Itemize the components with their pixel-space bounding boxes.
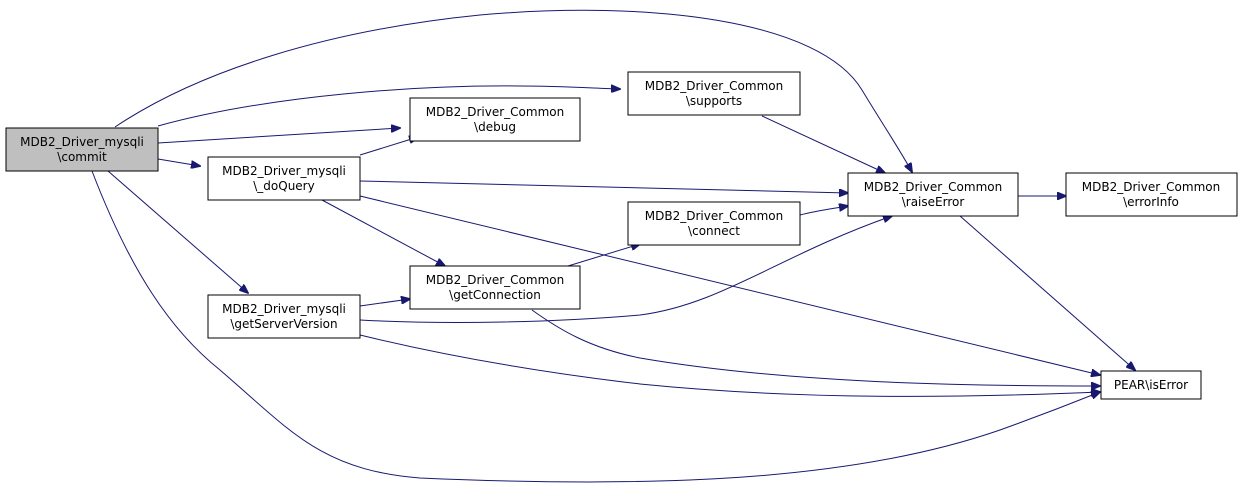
node-commit-label-line1: MDB2_Driver_mysqli [20, 135, 144, 149]
node-getserverversion-label-line2: \getServerVersion [230, 317, 337, 331]
edge-commit-to-doquery [157, 158, 200, 166]
edge-doquery-to-iserror [359, 195, 1100, 375]
edge-connect-to-raiseerror [799, 206, 848, 216]
node-iserror-box [1100, 370, 1202, 400]
edge-getserverversion-to-getconnection [359, 299, 410, 307]
edge-commit-to-debug [157, 128, 400, 144]
edge-getserverversion-to-raiseerror [359, 216, 892, 323]
edge-doquery-to-debug [359, 137, 418, 156]
node-getconnection-label-line2: \getConnection [449, 288, 541, 302]
edge-raiseerror-to-iserror [959, 215, 1135, 370]
node-commit[interactable]: MDB2_Driver_mysqli \commit [5, 127, 159, 172]
edge-commit-to-getserverversion [107, 170, 248, 293]
node-commit-label-line2: \commit [57, 150, 107, 164]
node-getserverversion[interactable]: MDB2_Driver_mysqli \getServerVersion [207, 294, 361, 339]
node-doquery[interactable]: MDB2_Driver_mysqli \_doQuery [207, 156, 361, 201]
node-connect-label-line2: \connect [688, 224, 740, 238]
node-doquery-label-line2: \_doQuery [253, 179, 314, 193]
node-connect[interactable]: MDB2_Driver_Common \connect [627, 201, 801, 246]
node-errorinfo-box [1065, 172, 1238, 217]
edge-getconnection-to-connect [567, 244, 640, 267]
node-errorinfo-label-line2: \errorInfo [1123, 195, 1179, 209]
node-debug-label-line1: MDB2_Driver_Common [426, 105, 564, 119]
edge-commit-to-raiseerror [114, 9, 912, 172]
node-iserror-label: PEAR\isError [1114, 378, 1188, 392]
edge-doquery-to-raiseerror [359, 180, 848, 193]
node-doquery-label-line1: MDB2_Driver_mysqli [222, 164, 346, 178]
edge-getserverversion-to-iserror [359, 334, 1100, 397]
node-connect-box [627, 201, 801, 246]
node-getconnection[interactable]: MDB2_Driver_Common \getConnection [409, 265, 581, 310]
node-supports[interactable]: MDB2_Driver_Common \supports [627, 71, 801, 116]
node-supports-label-line1: MDB2_Driver_Common [645, 79, 783, 93]
edges [91, 9, 1135, 483]
node-getconnection-box [409, 265, 581, 310]
node-supports-label-line2: \supports [686, 94, 742, 108]
node-getconnection-label-line1: MDB2_Driver_Common [426, 273, 564, 287]
node-getserverversion-label-line1: MDB2_Driver_mysqli [222, 302, 346, 316]
node-iserror[interactable]: PEAR\isError [1100, 370, 1202, 400]
edge-commit-to-iserror [91, 170, 1100, 483]
edge-commit-to-supports [157, 86, 620, 127]
node-errorinfo[interactable]: MDB2_Driver_Common \errorInfo [1065, 172, 1238, 217]
node-raiseerror[interactable]: MDB2_Driver_Common \raiseError [847, 172, 1019, 217]
node-connect-label-line1: MDB2_Driver_Common [645, 209, 783, 223]
node-raiseerror-box [847, 172, 1019, 217]
node-getserverversion-box [207, 294, 361, 339]
node-debug-box [409, 97, 581, 142]
node-doquery-box [207, 156, 361, 201]
node-errorinfo-label-line1: MDB2_Driver_Common [1082, 180, 1220, 194]
edge-getconnection-to-iserror [531, 309, 1100, 386]
edge-supports-to-raiseerror [761, 115, 885, 173]
node-raiseerror-label-line1: MDB2_Driver_Common [864, 180, 1002, 194]
node-raiseerror-label-line2: \raiseError [902, 195, 965, 209]
node-commit-box [5, 127, 159, 172]
node-debug[interactable]: MDB2_Driver_Common \debug [409, 97, 581, 142]
node-supports-box [627, 71, 801, 116]
edge-doquery-to-getconnection [321, 199, 445, 266]
node-debug-label-line2: \debug [474, 120, 516, 134]
